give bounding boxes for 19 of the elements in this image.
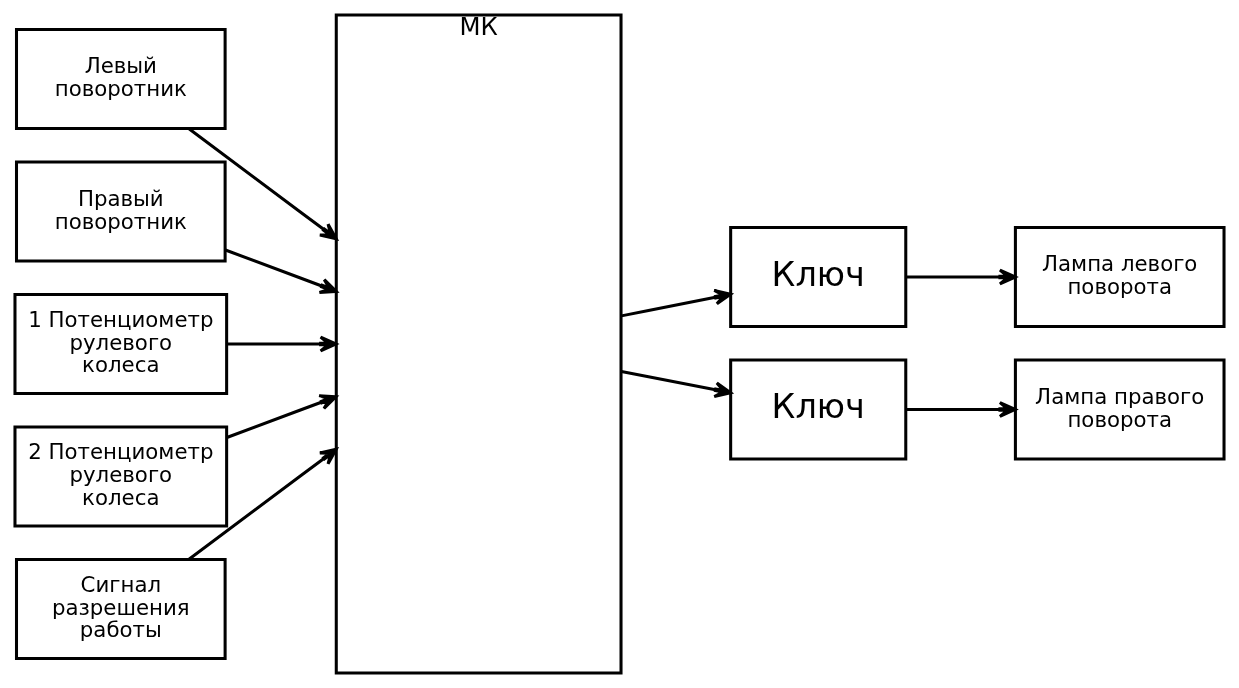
node-box: Правый поворотник xyxy=(14,160,227,263)
node-box: 1 Потенциометр рулевого колеса xyxy=(13,293,229,395)
node-box: Ключ xyxy=(729,226,908,328)
node-box: Ключ xyxy=(729,358,908,461)
arrow xyxy=(224,248,338,294)
arrow xyxy=(621,370,733,399)
node-box: Левый поворотник xyxy=(14,28,227,131)
node-box: 2 Потенциометр рулевого колеса xyxy=(13,425,229,528)
arrow xyxy=(226,394,338,439)
node-box: Лампа левого поворота xyxy=(1013,226,1226,328)
node-box: Лампа правого поворота xyxy=(1013,358,1226,461)
arrow xyxy=(906,268,1017,286)
arrow xyxy=(621,288,733,318)
arrow xyxy=(906,401,1017,418)
arrow xyxy=(187,127,338,241)
node-box: МК xyxy=(334,13,623,675)
arrow xyxy=(226,335,338,353)
node-box: Сигнал разрешения работы xyxy=(14,557,227,660)
arrow xyxy=(187,447,338,561)
